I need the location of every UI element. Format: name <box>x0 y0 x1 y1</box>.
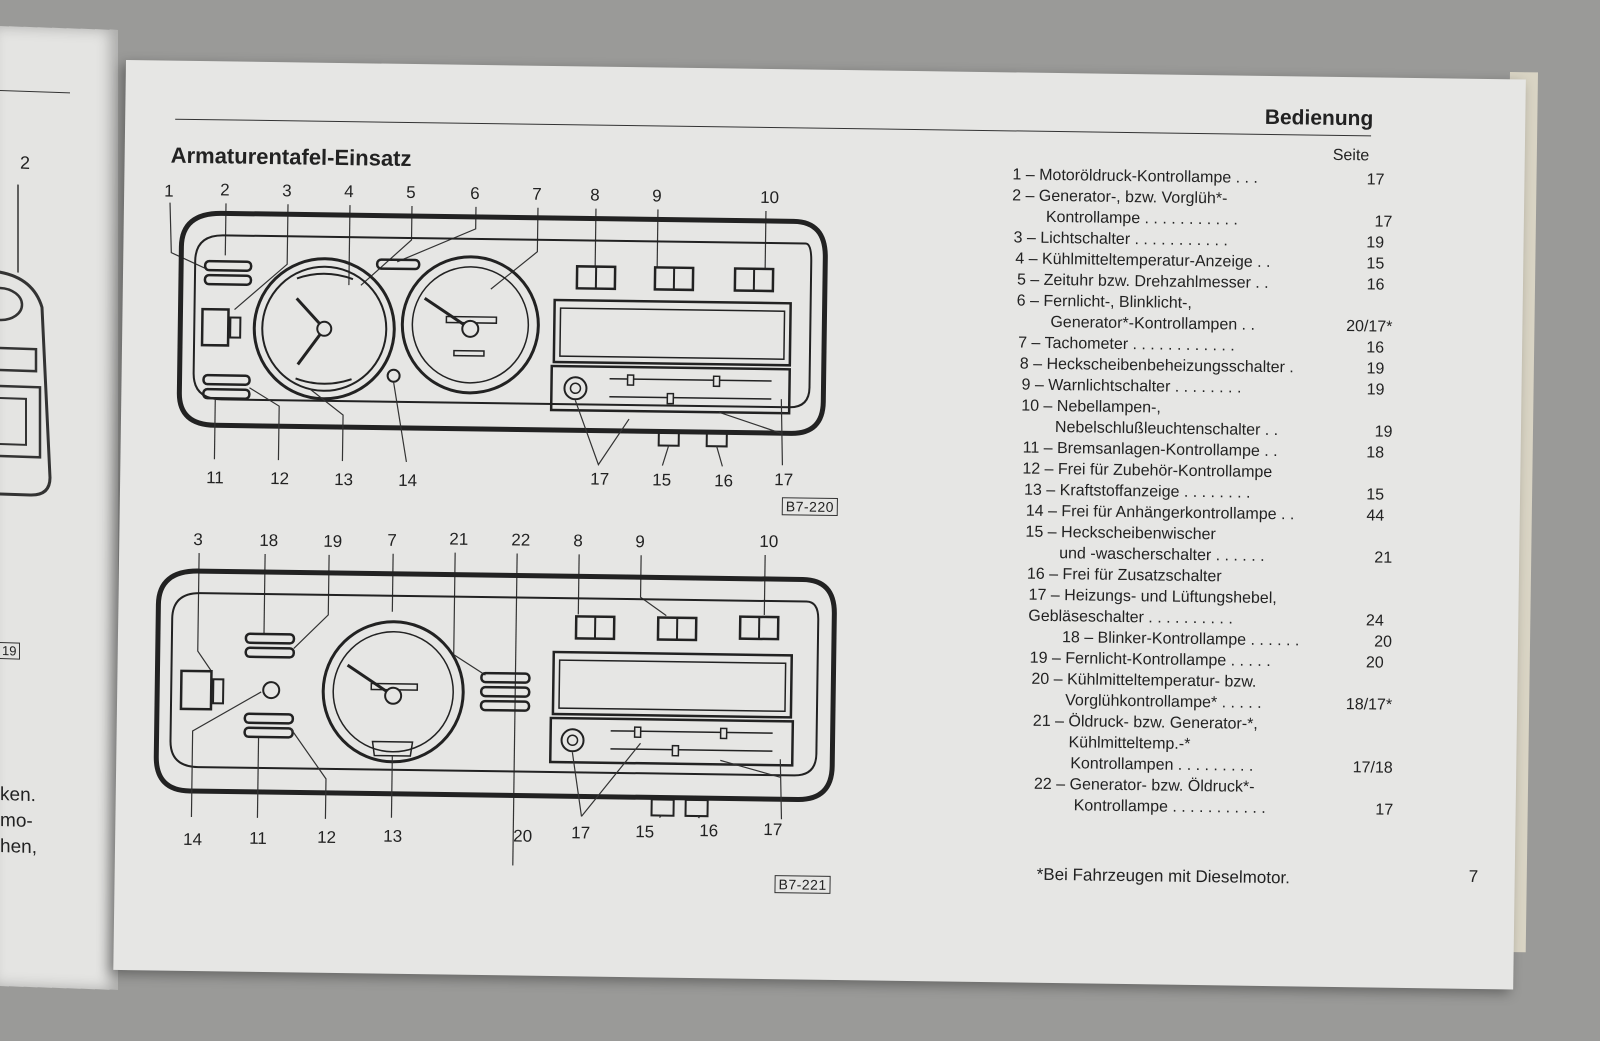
figure-code: B7-220 <box>781 497 839 516</box>
callout-label: 8 <box>590 185 600 204</box>
callout-label: 16 <box>699 821 718 840</box>
callout-label: 14 <box>398 471 417 490</box>
page-number: 7 <box>1468 866 1479 886</box>
dashboard-diagram-2: 3 18 19 7 21 22 8 9 10 <box>139 520 864 875</box>
callout-label: 9 <box>635 532 645 551</box>
legend-page: 17 <box>1366 171 1385 189</box>
callout-label: 8 <box>573 531 583 550</box>
legend-page: 20/17* <box>1346 318 1393 336</box>
manual-page: Bedienung Armaturentafel-Einsatz 1 2 3 4… <box>113 60 1526 990</box>
callout-label: 10 <box>759 532 778 551</box>
callout-label: 4 <box>344 182 354 201</box>
callout-label: 16 <box>714 471 733 490</box>
legend-page: 17 <box>1374 213 1393 231</box>
legend-page: 20 <box>1374 633 1393 651</box>
callout-label: 12 <box>317 828 336 847</box>
callout-label: 3 <box>282 181 292 200</box>
figure-code: B7-221 <box>774 875 831 894</box>
legend-page: 19 <box>1366 381 1385 399</box>
callout-label: 21 <box>449 530 468 549</box>
header-rule <box>175 118 1372 137</box>
footnote: *Bei Fahrzeugen mit Dieselmotor. <box>1036 864 1291 888</box>
left-page: 2 19 ken. mo- hen, <box>0 25 118 991</box>
left-page-rule <box>0 89 70 94</box>
legend-page: 19 <box>1366 360 1385 378</box>
left-page-callout: 2 <box>20 152 31 173</box>
callout-label: 11 <box>249 829 267 848</box>
callout-label: 15 <box>652 470 671 489</box>
callout-label: 1 <box>164 182 174 201</box>
callout-label: 3 <box>193 530 203 549</box>
legend-column-header: Seite <box>1332 146 1370 165</box>
legend-page: 44 <box>1366 507 1385 525</box>
callout-label: 12 <box>270 469 289 488</box>
left-page-fragment: ken. <box>0 783 36 807</box>
callout-label: 13 <box>383 827 402 846</box>
legend-page: 19 <box>1366 234 1385 252</box>
legend-label: Kontrollampe . . . . . . . . . . . <box>1073 797 1266 817</box>
legend-page: 15 <box>1366 255 1385 273</box>
dashboard-diagram-1: 1 2 3 4 5 6 7 8 9 10 <box>158 173 862 508</box>
legend-page: 18/17* <box>1345 696 1393 714</box>
legend-page: 20 <box>1365 654 1384 672</box>
legend-page: 17 <box>1375 801 1394 819</box>
left-page-badge: 19 <box>0 641 21 660</box>
left-page-diagram-fragment <box>0 184 52 497</box>
callout-label: 9 <box>652 186 662 205</box>
left-page-fragment: mo- <box>0 809 33 833</box>
legend-page: 18 <box>1366 444 1385 462</box>
legend-row: Kontrollampe . . . . . . . . . . . 17 <box>1004 794 1394 820</box>
legend-page: 16 <box>1366 276 1385 294</box>
callout-label: 19 <box>323 532 342 551</box>
callout-label: 13 <box>334 470 353 489</box>
callout-label: 6 <box>470 184 480 203</box>
legend-page: 21 <box>1374 549 1393 567</box>
legend-page: 19 <box>1374 423 1393 441</box>
callout-label: 7 <box>532 185 542 204</box>
callout-label: 17 <box>774 470 793 489</box>
callout-label: 10 <box>760 188 779 207</box>
callout-label: 15 <box>635 822 654 841</box>
callout-label: 22 <box>511 530 530 549</box>
page-title: Armaturentafel-Einsatz <box>170 142 412 171</box>
callout-label: 2 <box>220 180 230 199</box>
legend-page: 17/18 <box>1352 759 1393 777</box>
callout-label: 5 <box>406 183 416 202</box>
callout-label: 11 <box>206 468 224 487</box>
callout-label: 18 <box>259 531 278 550</box>
legend-page: 24 <box>1365 612 1384 630</box>
legend-page: 16 <box>1366 339 1385 357</box>
callout-label: 17 <box>590 470 609 489</box>
callout-label: 17 <box>763 820 782 839</box>
section-title: Bedienung <box>1264 105 1374 131</box>
callout-label: 20 <box>513 826 532 845</box>
left-page-fragment: hen, <box>0 835 37 859</box>
callout-label: 7 <box>387 531 397 550</box>
callout-label: 14 <box>183 830 202 849</box>
legend-page: 15 <box>1366 486 1385 504</box>
callout-label: 17 <box>571 823 590 842</box>
